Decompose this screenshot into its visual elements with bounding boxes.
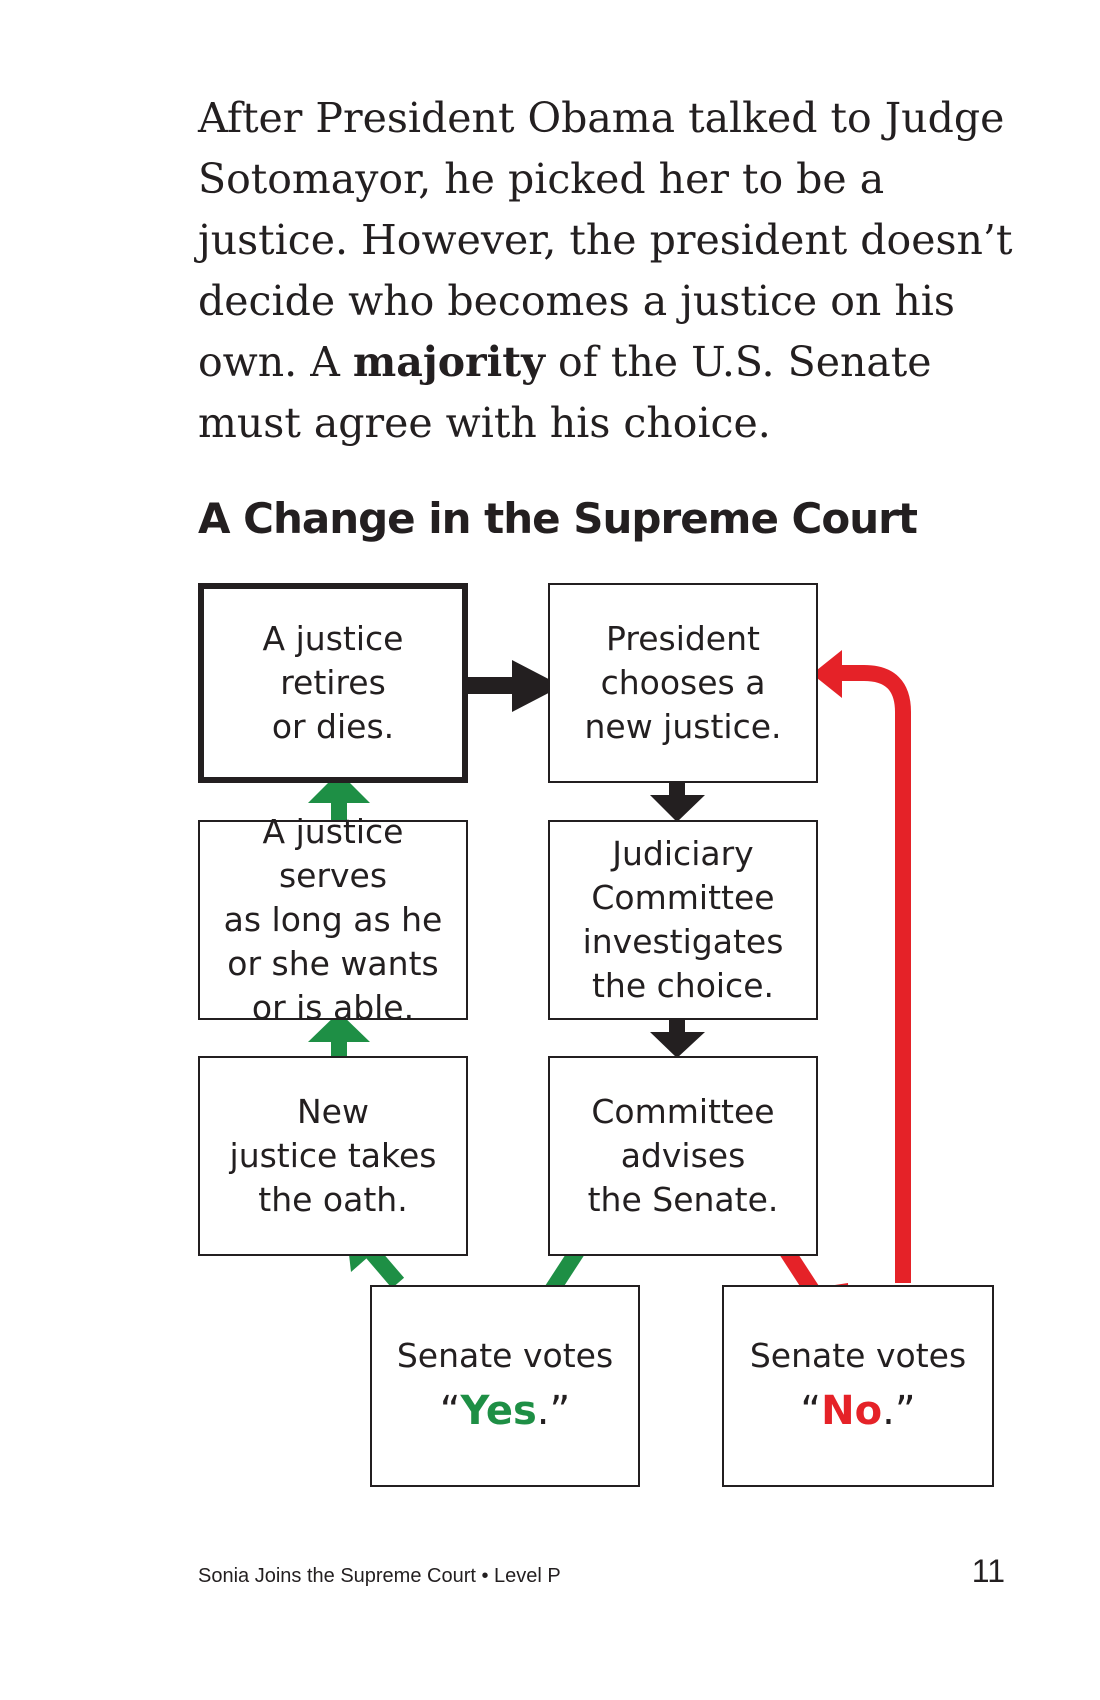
senate-votes-no-label: Senate votes	[749, 1336, 967, 1375]
senate-votes-no-quote: “No.”	[800, 1384, 915, 1438]
arrow-no-to-chooses	[812, 650, 911, 1283]
box-justice-retires: A justice retires or dies.	[198, 583, 468, 783]
close-quote: .”	[536, 1388, 571, 1434]
close-quote: .”	[882, 1388, 916, 1434]
paragraph-text-1: After President Obama talked to Judge So…	[198, 94, 1013, 386]
open-quote: “	[439, 1388, 461, 1434]
box-committee-investigates-text: Judiciary Committee investigates the cho…	[582, 834, 784, 1005]
box-justice-retires-text: A justice retires or dies.	[262, 619, 404, 746]
arrow-serves-to-retires	[308, 772, 370, 822]
senate-votes-yes-label: Senate votes	[396, 1336, 614, 1375]
box-justice-serves: A justice serves as long as he or she wa…	[198, 812, 468, 1027]
box-new-justice-oath-text: New justice takes the oath.	[229, 1092, 437, 1219]
arrow-chooses-to-investigates	[650, 782, 705, 822]
open-quote: “	[800, 1388, 822, 1434]
box-committee-investigates: Judiciary Committee investigates the cho…	[548, 820, 818, 1020]
box-committee-advises: Committee advises the Senate.	[548, 1056, 818, 1256]
box-senate-votes-yes: Senate votes “Yes.”	[370, 1285, 640, 1487]
box-senate-votes-no: Senate votes “No.”	[722, 1285, 994, 1487]
senate-votes-yes-quote: “Yes.”	[440, 1384, 570, 1438]
page-number: 11	[971, 1553, 1005, 1589]
box-committee-advises-text: Committee advises the Senate.	[587, 1092, 779, 1219]
box-president-chooses: President chooses a new justice.	[548, 583, 818, 783]
yes-word: Yes	[460, 1388, 537, 1434]
arrow-investigates-to-advises	[650, 1019, 705, 1058]
diagram-title: A Change in the Supreme Court	[198, 494, 918, 543]
body-paragraph: After President Obama talked to Judge So…	[198, 88, 1018, 454]
box-justice-serves-text: A justice serves as long as he or she wa…	[223, 812, 443, 1027]
paragraph-text-2: of the U.S. Senate must agree with his c…	[198, 338, 932, 447]
box-president-chooses-text: President chooses a new justice.	[584, 619, 782, 746]
arrow-retires-to-chooses	[464, 660, 562, 712]
footer-book-title: Sonia Joins the Supreme Court • Level P	[198, 1565, 561, 1587]
vocab-word-majority: majority	[352, 338, 545, 386]
box-new-justice-oath: New justice takes the oath.	[198, 1056, 468, 1256]
no-word: No	[821, 1388, 883, 1434]
